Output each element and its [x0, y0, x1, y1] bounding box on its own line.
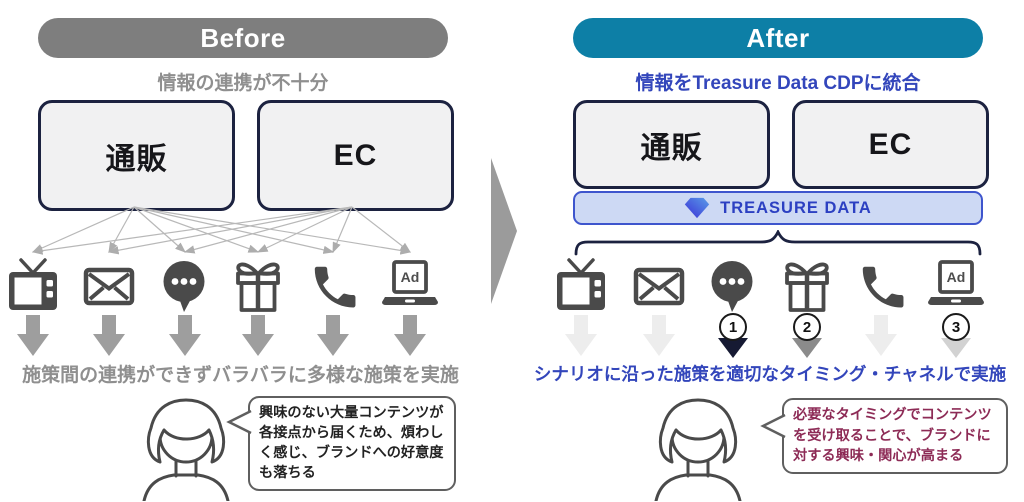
- bubble-line: も落ちる: [259, 465, 316, 482]
- gift-icon: [779, 257, 835, 313]
- down-arrow-faint: [564, 315, 598, 357]
- phone-icon: [305, 257, 361, 313]
- before-box-ec: EC: [257, 100, 454, 211]
- bubble-line: 必要なタイミングでコンテンツ: [793, 407, 992, 423]
- bubble-line: を受け取ることで、ブランドに: [793, 427, 991, 444]
- before-top-caption: 情報の連携が不十分: [157, 73, 329, 94]
- mail-icon: [631, 257, 687, 313]
- step-arrow-2: [791, 338, 823, 360]
- down-arrow: [16, 315, 50, 357]
- step-number-2: 2: [793, 313, 821, 341]
- down-arrow: [92, 315, 126, 357]
- bubble-line: 各接点から届くため、煩わし: [259, 425, 444, 442]
- step-arrow-1: [717, 338, 749, 360]
- after-speech-bubble: 必要なタイミングでコンテンツ を受け取ることで、ブランドに 対する興味・関心が高…: [782, 398, 1008, 474]
- before-bottom-caption: 施策間の連携ができずバラバラに多様な施策を実施: [22, 365, 459, 386]
- after-box-ec: EC: [792, 100, 989, 189]
- down-arrow: [316, 315, 350, 357]
- customer-avatar: [648, 391, 748, 501]
- bubble-line: 対する興味・関心が高まる: [793, 448, 964, 465]
- svg-text:Ad: Ad: [947, 269, 966, 285]
- after-bottom-caption: シナリオに沿った施策を適切なタイミング・チャネルで実施: [533, 364, 1007, 384]
- before-speech-bubble: 興味のない大量コンテンツが 各接点から届くため、煩わし く感じ、ブランドへの好意…: [248, 396, 456, 491]
- down-arrow: [393, 315, 427, 357]
- ad-laptop-icon: Ad: [928, 257, 984, 313]
- svg-text:Ad: Ad: [401, 269, 420, 285]
- bubble-tail: [760, 413, 786, 439]
- down-arrow-faint: [864, 315, 898, 357]
- phone-icon: [853, 257, 909, 313]
- customer-avatar: [136, 391, 236, 501]
- tv-icon: [553, 257, 609, 313]
- chat-bubble-icon: [157, 257, 213, 313]
- chat-bubble-icon: [705, 257, 761, 313]
- bubble-line: 興味のない大量コンテンツが: [259, 405, 444, 421]
- after-box-tsuhan: 通販: [573, 100, 770, 189]
- tv-icon: [5, 257, 61, 313]
- treasure-data-label: TREASURE DATA: [720, 198, 872, 217]
- down-arrow: [241, 315, 275, 357]
- ad-laptop-icon: Ad: [382, 257, 438, 313]
- gift-icon: [230, 257, 286, 313]
- curly-brace: [574, 230, 982, 256]
- transition-arrow: [491, 158, 517, 304]
- bubble-tail: [226, 409, 252, 435]
- down-arrow: [168, 315, 202, 357]
- bubble-line: く感じ、ブランドへの好意度: [259, 445, 444, 462]
- down-arrow-faint: [642, 315, 676, 357]
- before-box-tsuhan: 通販: [38, 100, 235, 211]
- tangled-arrows: [31, 206, 412, 255]
- step-arrow-3: [940, 338, 972, 360]
- step-number-3: 3: [942, 313, 970, 341]
- after-top-caption: 情報をTreasure Data CDPに統合: [635, 73, 921, 94]
- step-number-1: 1: [719, 313, 747, 341]
- before-title-pill: Before: [38, 18, 448, 58]
- after-title-pill: After: [573, 18, 983, 58]
- mail-icon: [81, 257, 137, 313]
- treasure-data-bar: TREASURE DATA: [573, 191, 983, 225]
- diamond-icon: [684, 197, 710, 219]
